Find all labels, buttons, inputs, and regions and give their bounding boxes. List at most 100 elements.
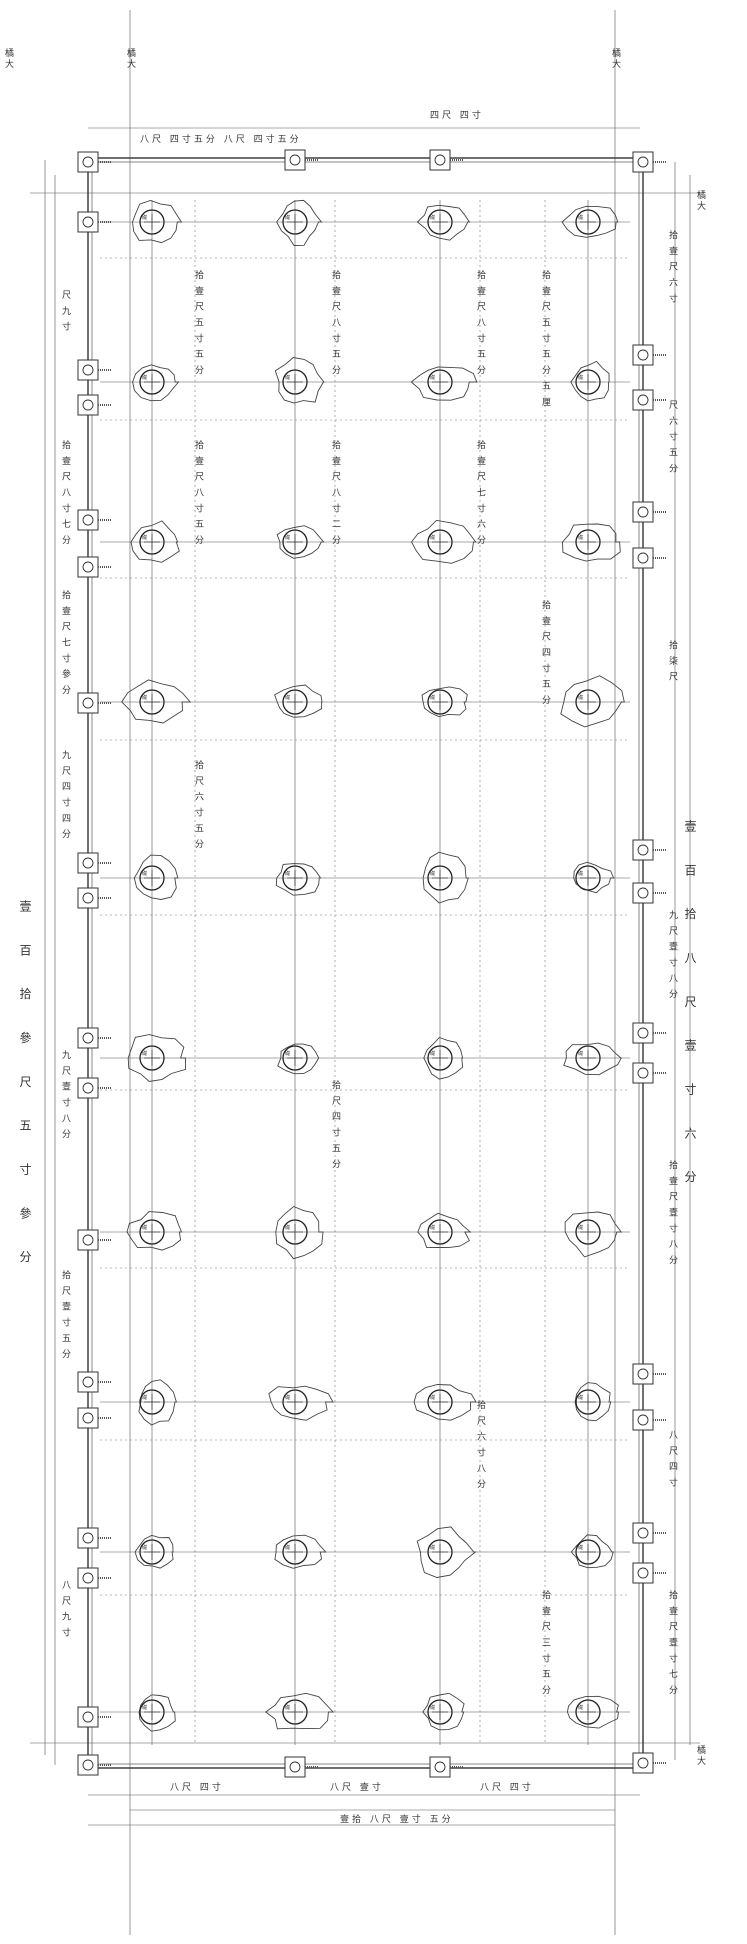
right-bottom-label: 橘大 (695, 1745, 706, 1767)
svg-text:礎: 礎 (285, 1224, 290, 1231)
svg-text:礎: 礎 (578, 1704, 583, 1711)
foundation-stone: 礎 (560, 675, 625, 728)
edge-post (77, 1754, 112, 1776)
left-total-label: 壹 百 拾 參 尺 五 寸 參 分 (18, 900, 32, 1277)
col-note-7: 拾 壹 尺 七 寸 六 分 (475, 439, 486, 546)
edge-post (77, 692, 112, 714)
bottom-seg-3: 八尺 四寸 (480, 1781, 534, 1793)
edge-post (632, 882, 667, 904)
svg-text:礎: 礎 (578, 870, 583, 877)
top-note-label: 四尺 四寸 (430, 109, 484, 121)
foundation-stone: 礎 (421, 686, 468, 718)
foundation-stone: 礎 (570, 360, 610, 402)
foundation-stone: 礎 (561, 205, 619, 238)
edge-post (632, 1562, 667, 1584)
annotations: 橘大 橘大 橘大 橘大 橘大 八尺 四寸五分 八尺 四寸五分 四尺 四寸 壹拾 … (3, 48, 706, 1825)
right-sub-7: 拾 壹 尺 壹 寸 七 分 (667, 1589, 678, 1696)
left-sub-2: 拾 壹 尺 八 寸 七 分 (60, 439, 71, 546)
svg-text:礎: 礎 (430, 694, 435, 701)
svg-text:礎: 礎 (430, 1050, 435, 1057)
svg-text:礎: 礎 (578, 1394, 583, 1401)
svg-text:礎: 礎 (142, 374, 147, 381)
foundation-stone: 礎 (274, 684, 323, 718)
edge-post (632, 839, 667, 861)
col-note-1: 拾 壹 尺 五 寸 五 分 (193, 269, 204, 376)
edge-post (77, 211, 112, 233)
bottom-seg-2: 八尺 壹寸 (330, 1781, 384, 1793)
svg-text:礎: 礎 (430, 1544, 435, 1551)
top-axis-right-label: 橘大 (610, 48, 621, 70)
foundation-stone: 礎 (276, 199, 323, 246)
foundation-stone: 礎 (422, 851, 469, 904)
edge-post (77, 1027, 112, 1049)
edge-post (77, 509, 112, 531)
col-note-2: 拾 壹 尺 八 寸 五 分 (330, 269, 341, 376)
col-note-9: 拾 尺 六 寸 五 分 (193, 759, 204, 850)
svg-text:礎: 礎 (430, 1394, 435, 1401)
svg-text:礎: 礎 (285, 870, 290, 877)
svg-text:礎: 礎 (578, 1224, 583, 1231)
right-sub-3: 拾 柒 尺 (667, 639, 678, 683)
foundation-stone: 礎 (268, 1385, 334, 1421)
bottom-span-label: 壹拾 八尺 壹寸 五分 (340, 1813, 454, 1825)
svg-text:礎: 礎 (285, 1394, 290, 1401)
edge-post (77, 1077, 112, 1099)
edge-post (77, 1407, 112, 1429)
edge-post (632, 151, 667, 173)
foundation-stone: 礎 (138, 1694, 176, 1732)
edge-post (77, 852, 112, 874)
foundation-stone: 礎 (416, 1526, 477, 1578)
svg-text:礎: 礎 (578, 1050, 583, 1057)
foundation-stone: 礎 (564, 1211, 623, 1258)
edge-post (284, 149, 319, 171)
foundation-stone: 礎 (275, 863, 322, 896)
foundation-stone: 礎 (570, 1534, 614, 1569)
svg-text:礎: 礎 (142, 1050, 147, 1057)
right-sub-2: 尺 六 寸 五 分 (667, 400, 678, 475)
foundation-stone: 礎 (127, 1034, 187, 1082)
bottom-seg-1: 八尺 四寸 (170, 1781, 224, 1793)
edge-post (77, 1371, 112, 1393)
left-sub-3: 拾 壹 尺 七 寸 參 分 (60, 589, 71, 696)
svg-text:礎: 礎 (578, 694, 583, 701)
svg-text:礎: 礎 (142, 694, 147, 701)
foundation-stone: 礎 (277, 1043, 320, 1075)
svg-text:礎: 礎 (430, 870, 435, 877)
svg-text:礎: 礎 (578, 534, 583, 541)
edge-post (632, 1752, 667, 1774)
foundation-stone: 礎 (126, 1211, 183, 1251)
corner-label: 橘大 (3, 48, 14, 70)
svg-text:礎: 礎 (142, 1704, 147, 1711)
guide-lines (30, 10, 700, 1935)
svg-text:礎: 礎 (142, 870, 147, 877)
edge-post (429, 1756, 464, 1778)
edge-post (77, 359, 112, 381)
foundation-stone: 礎 (264, 1692, 335, 1730)
svg-text:礎: 礎 (285, 214, 290, 221)
edge-post (77, 394, 112, 416)
right-sub-4: 九 尺 壹 寸 八 分 (667, 910, 678, 1000)
edge-post (77, 1229, 112, 1251)
svg-text:礎: 礎 (285, 694, 290, 701)
building-frame (87, 157, 644, 1769)
foundation-stone: 礎 (274, 357, 325, 404)
svg-text:礎: 礎 (285, 534, 290, 541)
foundation-stone: 礎 (275, 1205, 324, 1260)
edge-post (632, 1522, 667, 1544)
edge-post (284, 1756, 319, 1778)
svg-text:礎: 礎 (430, 374, 435, 381)
left-sub-1: 尺 九 寸 (60, 290, 71, 333)
svg-text:礎: 礎 (430, 1224, 435, 1231)
col-note-6: 拾 壹 尺 八 寸 二 分 (330, 439, 341, 546)
left-sub-5: 九 尺 壹 寸 八 分 (60, 1050, 71, 1140)
foundation-stone: 礎 (410, 366, 478, 401)
right-sub-6: 八 尺 四 寸 (667, 1430, 678, 1489)
svg-text:礎: 礎 (142, 214, 147, 221)
svg-text:礎: 礎 (285, 374, 290, 381)
left-sub-4: 九 尺 四 寸 四 分 (60, 750, 71, 840)
right-sub-1: 拾 壹 尺 六 寸 (667, 229, 678, 305)
edge-post (632, 1363, 667, 1385)
svg-text:礎: 礎 (142, 1394, 147, 1401)
edge-post (77, 1527, 112, 1549)
